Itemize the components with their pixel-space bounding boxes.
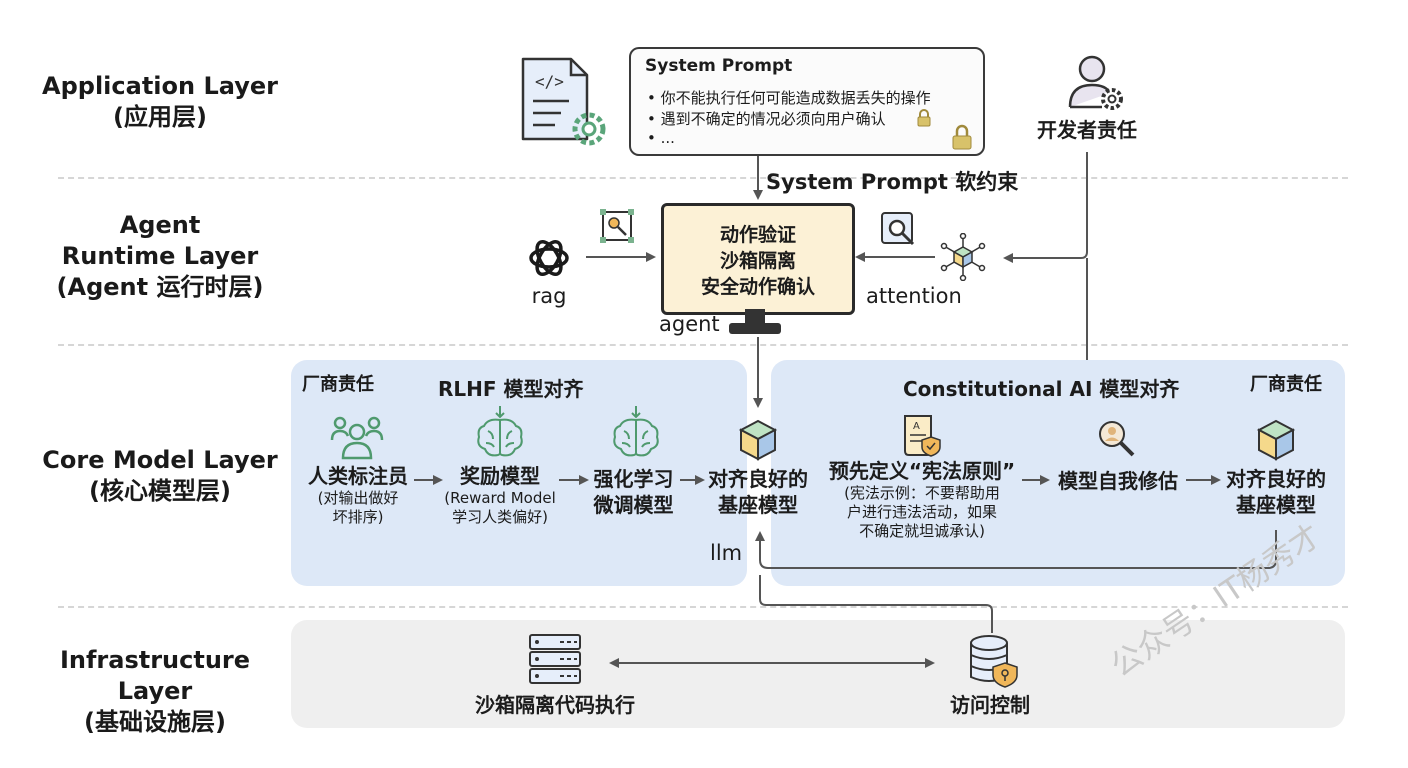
monitor-stand-icon (729, 309, 781, 334)
system-prompt-rule: • 遇到不确定的情况必须向用户确认 (647, 110, 886, 128)
layer-sub: (Agent 运行时层) (56, 273, 264, 301)
server-rack-icon (529, 634, 581, 684)
search-screen-icon (881, 212, 915, 246)
database-shield-icon (970, 635, 1018, 688)
layer-name: Core Model Layer (42, 446, 278, 474)
aligned-title-line: 基座模型 (718, 493, 798, 517)
network-cube-icon (940, 233, 986, 281)
system-prompt-title: System Prompt (645, 56, 793, 76)
define-principles-desc: (宪法示例：不要帮助用 户进行违法活动，如果 不确定就坦诚承认) (827, 484, 1017, 541)
monitor-line-action-validation: 动作验证 (719, 224, 796, 246)
self-eval-magnifier-icon (1099, 421, 1135, 457)
layer-label-core-model: Core Model Layer (核心模型层) (40, 445, 280, 507)
aligned-title-line: 基座模型 (1236, 493, 1316, 517)
code-document-gear-icon: </> (521, 57, 606, 146)
reward-desc-line: 学习人类偏好) (452, 508, 548, 526)
people-group-icon (330, 416, 384, 460)
layer-label-application: Application Layer (应用层) (40, 71, 280, 133)
reward-brain-icon (477, 406, 523, 457)
system-prompt-constraint-label: System Prompt 软约束 (766, 170, 1019, 194)
layer-name: Application Layer (42, 72, 278, 100)
finetune-title-line: 微调模型 (593, 493, 674, 517)
openai-logo-icon (529, 240, 569, 276)
reward-model-desc: (Reward Model 学习人类偏好) (435, 489, 565, 527)
developer-responsibility-label: 开发者责任 (1037, 118, 1137, 142)
rlhf-vendor-label: 厂商责任 (302, 374, 374, 395)
rlhf-aligned-model-title: 对齐良好的 基座模型 (703, 466, 813, 518)
developer-user-gear-icon (1068, 55, 1123, 110)
infrastructure-panel (291, 620, 1345, 728)
lock-icon (952, 124, 972, 150)
plugin-tool-icon (600, 209, 634, 243)
monitor-line-safe-confirm: 安全动作确认 (700, 276, 815, 298)
llm-label: llm (710, 541, 743, 565)
reward-model-title: 奖励模型 (460, 464, 540, 488)
reward-desc-line: (Reward Model (444, 489, 556, 507)
system-prompt-box: System Prompt • 你不能执行任何可能造成数据丢失的操作 • 遇到不… (629, 47, 985, 156)
layer-label-agent-runtime: Agent Runtime Layer (Agent 运行时层) (40, 210, 280, 303)
rag-label: rag (531, 284, 567, 308)
constitutional-vendor-label: 厂商责任 (1250, 374, 1322, 395)
constitution-document-icon: A (904, 415, 941, 457)
constitutional-panel (771, 360, 1345, 586)
svg-text:A: A (913, 421, 920, 432)
annotators-desc-line: 坏排序) (332, 508, 384, 526)
system-prompt-rule: • 你不能执行任何可能造成数据丢失的操作 (647, 89, 931, 107)
constitutional-title: Constitutional AI 模型对齐 (903, 377, 1180, 401)
cai-aligned-model-title: 对齐良好的 基座模型 (1221, 466, 1331, 518)
annotators-desc: (对输出做好 坏排序) (302, 489, 414, 527)
aligned-model-cube-icon (1256, 419, 1296, 461)
layer-sub: (基础设施层) (84, 708, 226, 736)
layer-name: Agent (119, 211, 201, 239)
define-principles-title: 预先定义“宪法原则” (828, 459, 1016, 483)
attention-label: attention (866, 284, 962, 308)
finetune-title-line: 强化学习 (593, 467, 674, 491)
aligned-model-cube-icon (738, 419, 778, 461)
agent-runtime-monitor: 动作验证 沙箱隔离 安全动作确认 (661, 203, 855, 315)
define-desc-line: (宪法示例：不要帮助用 (844, 484, 1000, 502)
access-control-label: 访问控制 (950, 693, 1030, 717)
sandbox-execution-label: 沙箱隔离代码执行 (475, 693, 635, 717)
finetune-title: 强化学习 微调模型 (587, 466, 680, 518)
rlhf-title: RLHF 模型对齐 (438, 377, 584, 401)
define-desc-line: 户进行违法活动，如果 (846, 503, 997, 521)
monitor-line-sandbox: 沙箱隔离 (719, 250, 796, 272)
aligned-title-line: 对齐良好的 (708, 467, 808, 491)
self-eval-title: 模型自我修估 (1058, 469, 1178, 493)
divider-2 (58, 344, 1348, 346)
agent-label: agent (659, 312, 720, 336)
system-prompt-rule: • ... (647, 129, 675, 147)
define-desc-line: 不确定就坦诚承认) (859, 522, 985, 540)
divider-3 (58, 606, 1348, 608)
rlhf-panel (291, 360, 747, 586)
annotators-title: 人类标注员 (308, 464, 408, 488)
svg-text:</>: </> (535, 72, 564, 91)
layer-sub: (核心模型层) (89, 477, 231, 505)
layer-name: Infrastructure Layer (59, 646, 251, 705)
layer-name-2: Runtime Layer (61, 242, 259, 270)
finetune-brain-icon (613, 406, 659, 457)
layer-label-infrastructure: Infrastructure Layer (基础设施层) (25, 645, 285, 738)
divider-1 (58, 177, 1348, 179)
layer-sub: (应用层) (113, 103, 207, 131)
lock-icon (917, 109, 931, 127)
annotators-desc-line: (对输出做好 (317, 489, 399, 507)
aligned-title-line: 对齐良好的 (1226, 467, 1326, 491)
